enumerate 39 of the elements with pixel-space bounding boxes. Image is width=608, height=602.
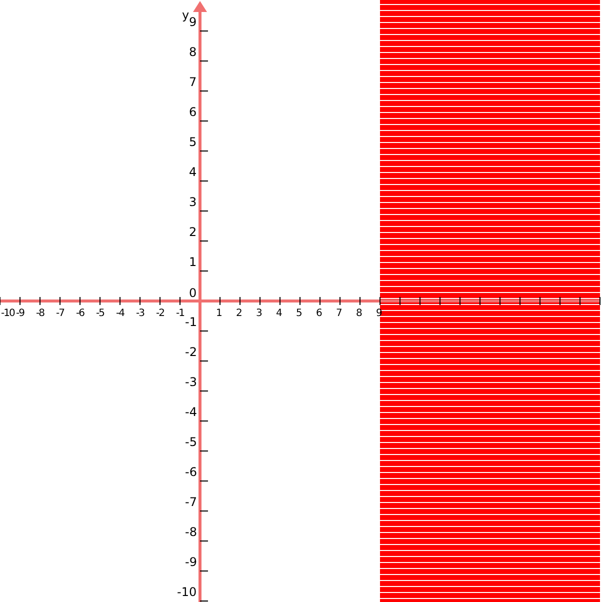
tick-label: 6 [189,106,197,119]
tick-label: -6 [185,466,197,479]
tick-label: 9 [189,16,197,29]
tick-label: -10 [1,307,14,320]
tick-label: -2 [156,307,164,320]
tick-label: -8 [36,307,44,320]
tick-label: 3 [189,196,197,209]
tick-label: -7 [56,307,64,320]
tick-label: 4 [189,166,197,179]
tick-label: -5 [96,307,104,320]
tick-label: -3 [136,307,144,320]
tick-label: 2 [236,307,242,320]
tick-label: -3 [185,376,197,389]
tick-label: -5 [185,436,197,449]
tick-label: -9 [185,556,197,569]
tick-label: -4 [185,406,197,419]
tick-label: -10 [177,586,197,599]
tick-label: 4 [276,307,282,320]
tick-label: 8 [356,307,362,320]
tick-label: 1 [189,256,197,269]
tick-label: 1 [216,307,222,320]
tick-label: 2 [189,226,197,239]
tick-label: -1 [185,316,197,329]
tick-label: 3 [256,307,262,320]
tick-label: 7 [189,76,197,89]
tick-label: -8 [185,526,197,539]
tick-label: 5 [296,307,302,320]
tick-label: -7 [185,496,197,509]
tick-label: 8 [189,46,197,59]
tick-label: -4 [116,307,124,320]
tick-label: 6 [316,307,322,320]
tick-label: -2 [185,346,197,359]
tick-label: -1 [176,307,184,320]
axis-label: y [182,9,190,22]
tick-label: -9 [16,307,24,320]
tick-label: -6 [76,307,84,320]
tick-label: 5 [189,136,197,149]
tick-label: 7 [336,307,342,320]
tick-label: 0 [189,287,197,300]
